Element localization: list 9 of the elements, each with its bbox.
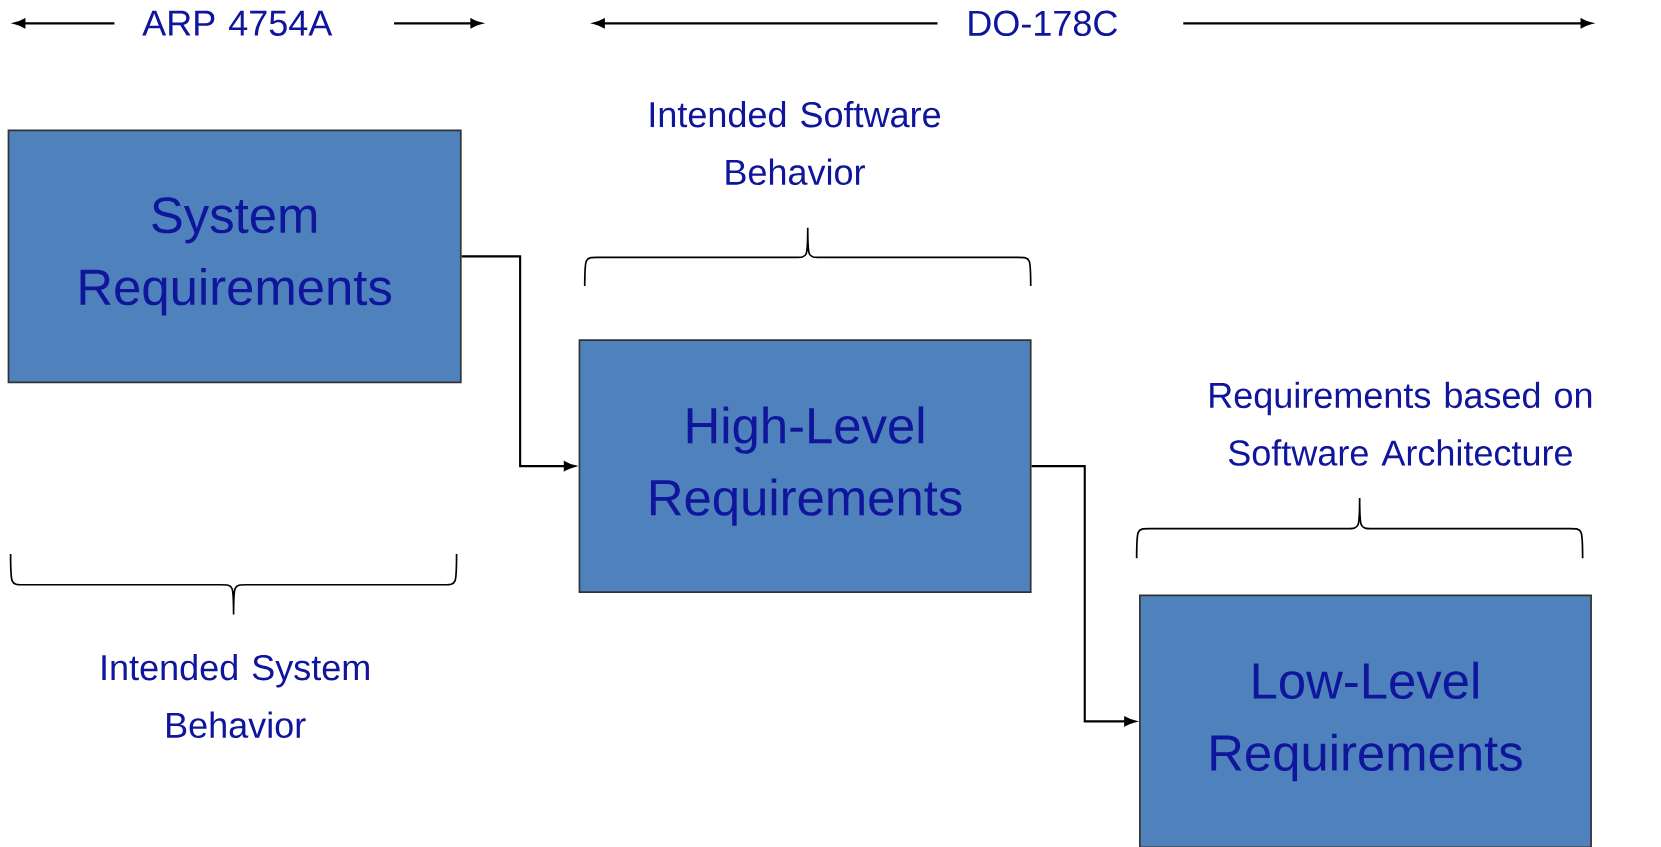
requirements-box: High-Level Requirements xyxy=(578,339,1032,593)
heading-label: ARP 4754A xyxy=(142,10,333,36)
requirements-box: System Requirements xyxy=(7,129,462,384)
heading-label: DO-178C xyxy=(969,10,1118,36)
heading-label: Requirements based on Software Architecture xyxy=(1210,381,1592,466)
heading-label: Intended System Behavior xyxy=(102,653,369,738)
heading-label: Intended Software Behavior xyxy=(650,100,941,185)
connector-arrow xyxy=(461,255,576,471)
requirements-box: Low-Level Requirements xyxy=(1139,594,1592,847)
